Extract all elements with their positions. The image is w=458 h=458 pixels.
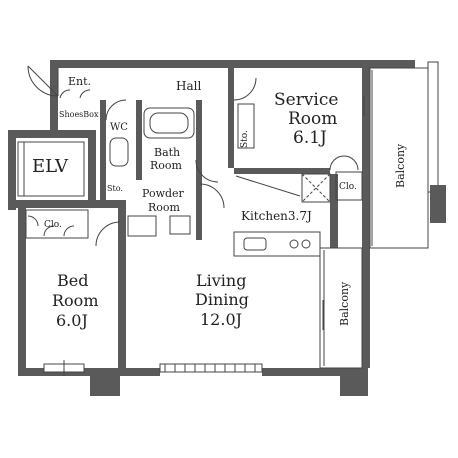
kitchen-label: Kitchen3.7J xyxy=(241,209,312,223)
bath-room-name-2: Room xyxy=(150,159,183,172)
storage-label-2: Sto. xyxy=(107,184,123,193)
shoes-box-label: ShoesBox xyxy=(59,110,99,119)
entrance-label: Ent. xyxy=(68,75,91,88)
elevator-label: ELV xyxy=(32,156,69,177)
doors xyxy=(27,65,359,247)
service-room-size: 6.1J xyxy=(293,128,327,148)
walls xyxy=(8,60,415,396)
service-room-name-1: Service xyxy=(274,90,338,110)
living-dining-name-1: Living xyxy=(196,271,246,290)
living-dining-size: 12.0J xyxy=(200,310,242,329)
closet-label-1: Clo. xyxy=(44,220,62,230)
powder-room-name-2: Room xyxy=(148,201,181,214)
bed-room-name-1: Bed xyxy=(57,271,88,290)
wc-label: WC xyxy=(110,122,128,133)
storage-label-1: Sto. xyxy=(240,130,250,148)
living-dining-name-2: Dining xyxy=(195,290,249,309)
fixtures xyxy=(17,103,363,257)
bath-room-name-1: Bath xyxy=(154,146,180,159)
powder-room-name-1: Powder xyxy=(142,187,185,200)
balcony-label-2: Balcony xyxy=(338,281,351,326)
bed-room-name-2: Room xyxy=(52,291,98,310)
balcony-outlines xyxy=(319,61,446,369)
hall-label: Hall xyxy=(176,79,201,93)
balcony-label-1: Balcony xyxy=(394,143,407,188)
bed-room-size: 6.0J xyxy=(56,311,88,330)
room-labels: Ent. Hall Service Room 6.1J ShoesBox WC … xyxy=(32,75,407,330)
service-room-name-2: Room xyxy=(288,109,337,129)
closet-label-2: Clo. xyxy=(339,182,357,192)
windows xyxy=(43,96,365,376)
